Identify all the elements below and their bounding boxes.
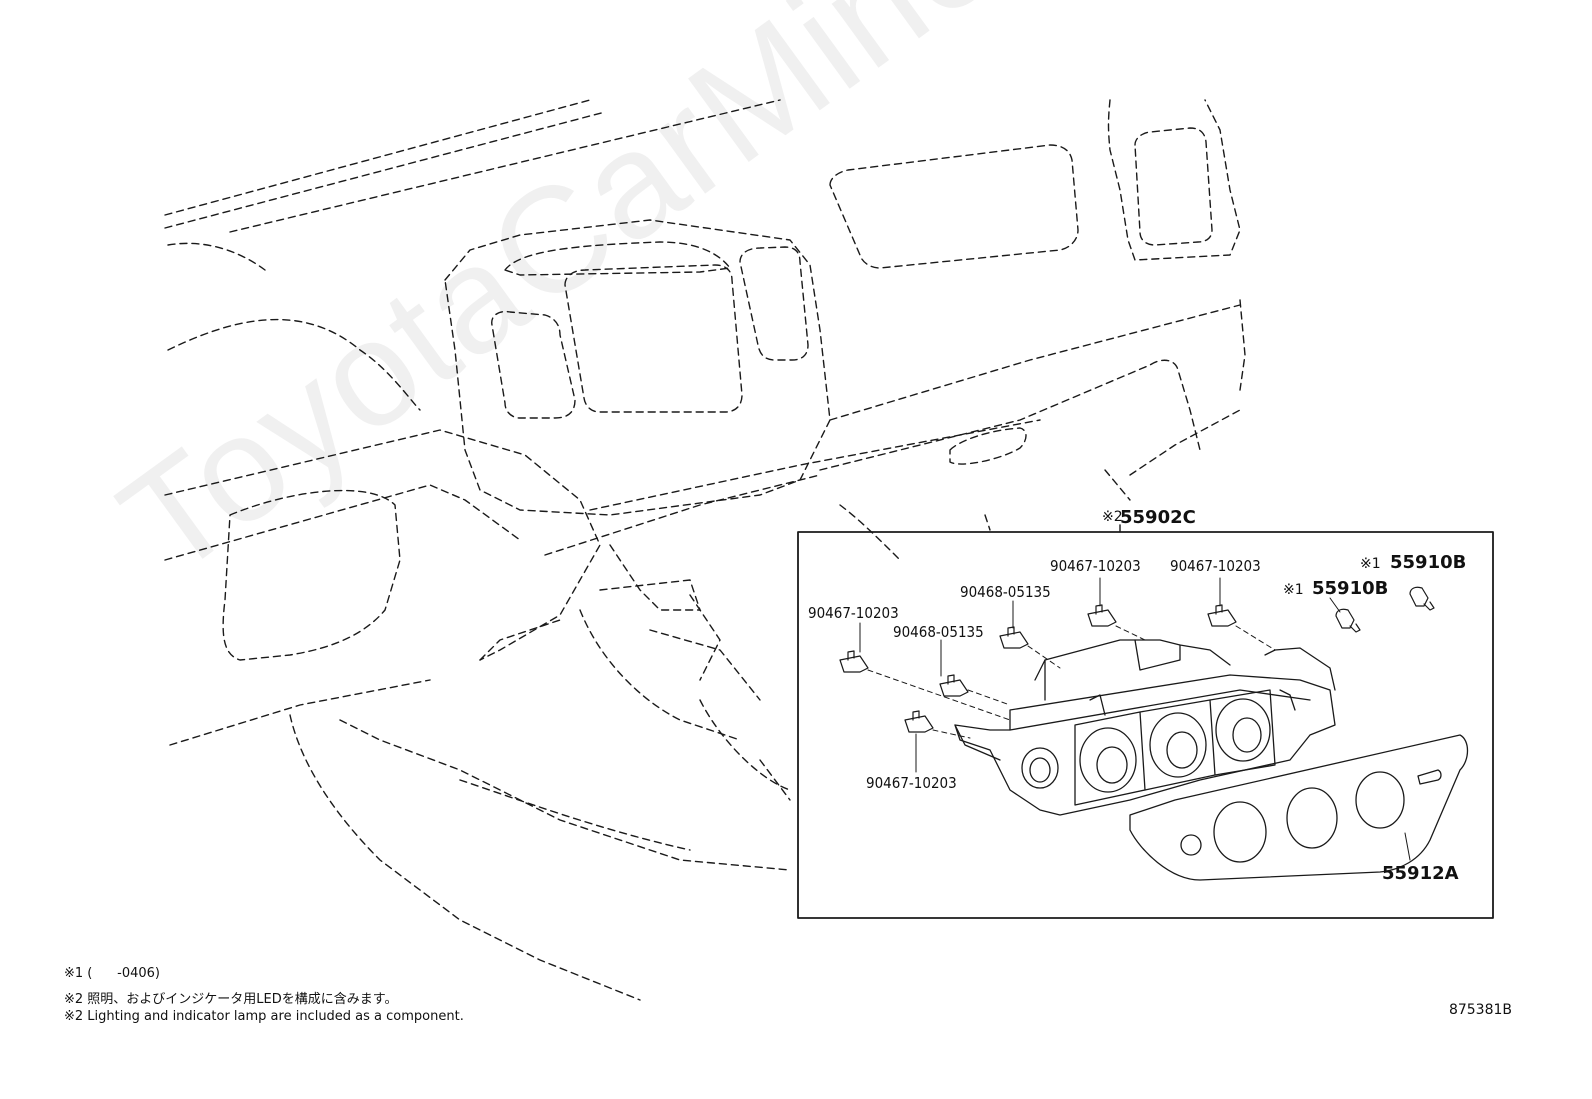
- mark-bulb-b: ※1: [1360, 556, 1381, 572]
- clip-mid-high: [999, 626, 1029, 649]
- leader-lines: [859, 577, 1341, 773]
- label-clip-mid2: 90468-05135: [893, 623, 984, 641]
- clip-top-2: [1207, 604, 1237, 627]
- clip-left: [839, 650, 869, 673]
- mark-bulb-a: ※1: [1283, 582, 1304, 598]
- label-bulb-a: 55910B: [1312, 578, 1388, 599]
- label-clip-top1: 90467-10203: [1050, 557, 1141, 575]
- note-3: ※2 Lighting and indicator lamp are inclu…: [64, 1009, 464, 1024]
- drawing-number: 875381B: [1448, 1002, 1512, 1018]
- note-2: ※2 照明、およびインジケータ用LEDを構成に含みます。: [64, 992, 398, 1007]
- dashboard-outline: [164, 99, 1246, 1001]
- label-55912a: 55912A: [1382, 863, 1459, 884]
- assembly-guide-lines: [867, 625, 1276, 739]
- heater-control-assembly: [954, 639, 1336, 816]
- clip-mid-low: [939, 674, 969, 697]
- label-clip-top2: 90467-10203: [1170, 557, 1261, 575]
- mark-assembly: ※2: [1102, 509, 1123, 525]
- detail-frame: [797, 531, 1494, 919]
- clip-bottom: [904, 710, 934, 733]
- label-clip-bottom: 90467-10203: [866, 774, 957, 792]
- label-bulb-b: 55910B: [1390, 552, 1466, 573]
- front-cover-panel: [1129, 734, 1469, 881]
- label-clip-mid1: 90468-05135: [960, 583, 1051, 601]
- clip-top-1: [1087, 604, 1117, 627]
- label-55902c: 55902C: [1120, 507, 1196, 528]
- label-clip-left: 90467-10203: [808, 604, 899, 622]
- bulb-socket-b: [1409, 586, 1435, 611]
- note-1: ※1 ( -0406): [64, 966, 161, 981]
- bulb-socket-a: [1335, 608, 1361, 633]
